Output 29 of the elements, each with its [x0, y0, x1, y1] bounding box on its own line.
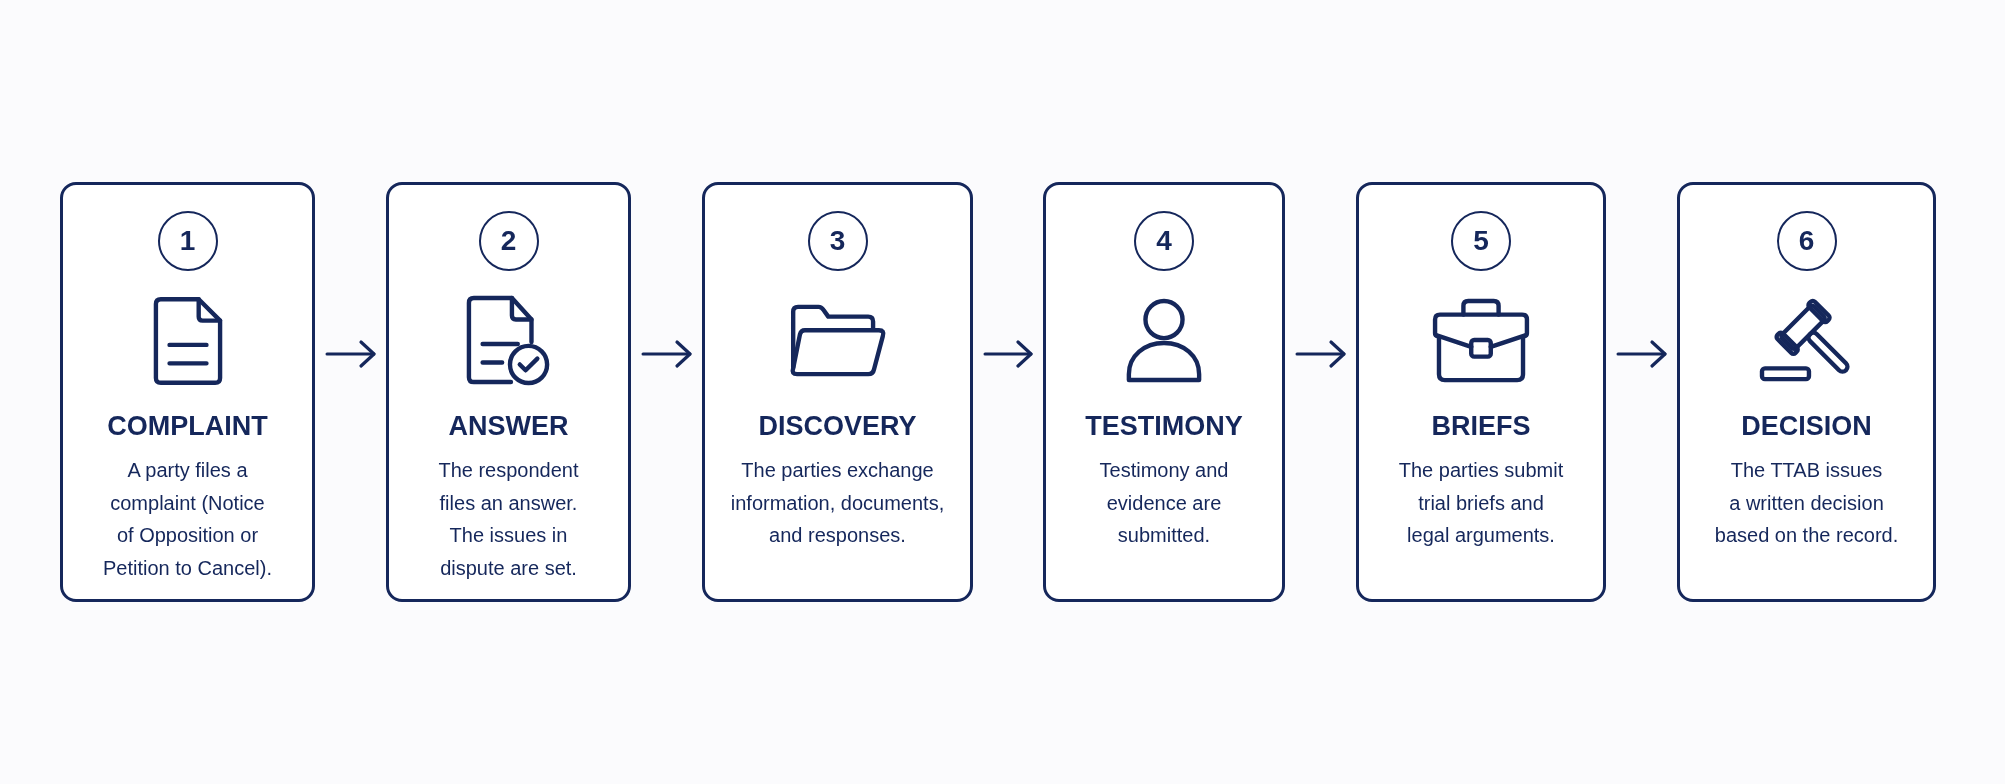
step-card: [386, 182, 631, 602]
step-number: 2: [478, 211, 539, 271]
step-title: TESTIMONY: [1085, 410, 1243, 442]
step-title: DECISION: [1741, 410, 1872, 442]
step-number: 1: [157, 211, 218, 271]
arrow: [325, 340, 376, 368]
step-number: 6: [1776, 211, 1837, 271]
step-description: The TTAB issues a written decision based on the record.: [1713, 458, 1900, 548]
arrow: [983, 340, 1033, 368]
arrow: [641, 340, 692, 368]
step-description: The parties exchange information, documents, and responses.: [729, 458, 946, 548]
step-card: [702, 182, 973, 602]
step-card: [1677, 182, 1936, 602]
step-card: [1043, 182, 1285, 602]
step-title: COMPLAINT: [107, 410, 268, 442]
step-number: 4: [1134, 211, 1194, 271]
step-description: A party files a complaint (Notice of Opposition or Petition to Cancel).: [102, 458, 273, 581]
step-card: [60, 182, 315, 602]
step-description: The parties submit trial briefs and legal arguments.: [1397, 458, 1565, 548]
arrow: [1616, 340, 1667, 368]
step-title: DISCOVERY: [758, 410, 917, 442]
step-number: 3: [807, 211, 868, 271]
arrow: [1295, 340, 1346, 368]
step-description: Testimony and evidence are submitted.: [1098, 458, 1230, 548]
step-number: 5: [1451, 211, 1511, 271]
step-card: [1356, 182, 1606, 602]
step-title: BRIEFS: [1431, 410, 1531, 442]
step-title: ANSWER: [448, 410, 569, 442]
step-description: The respondent files an answer. The issues in dispute are set.: [437, 458, 580, 581]
